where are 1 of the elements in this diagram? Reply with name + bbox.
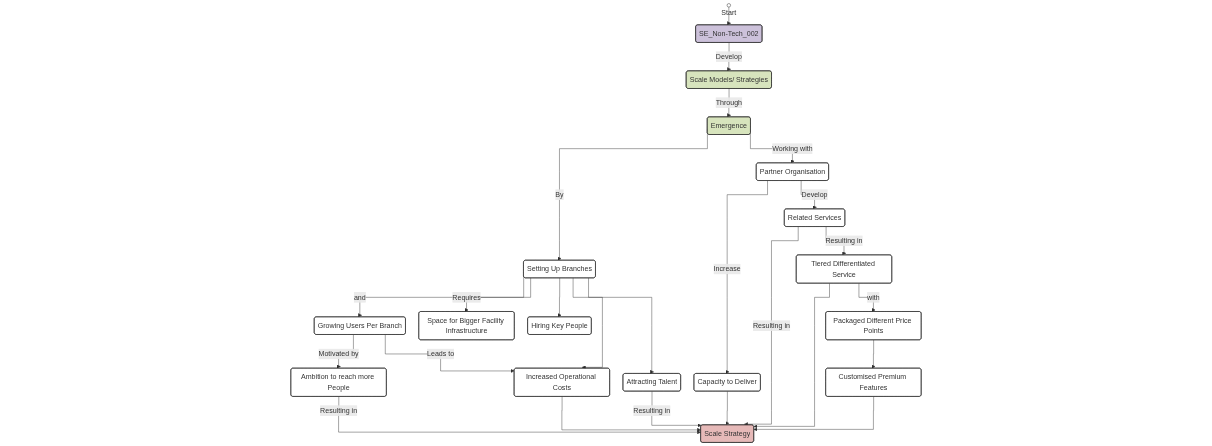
node-circle [726, 3, 731, 8]
